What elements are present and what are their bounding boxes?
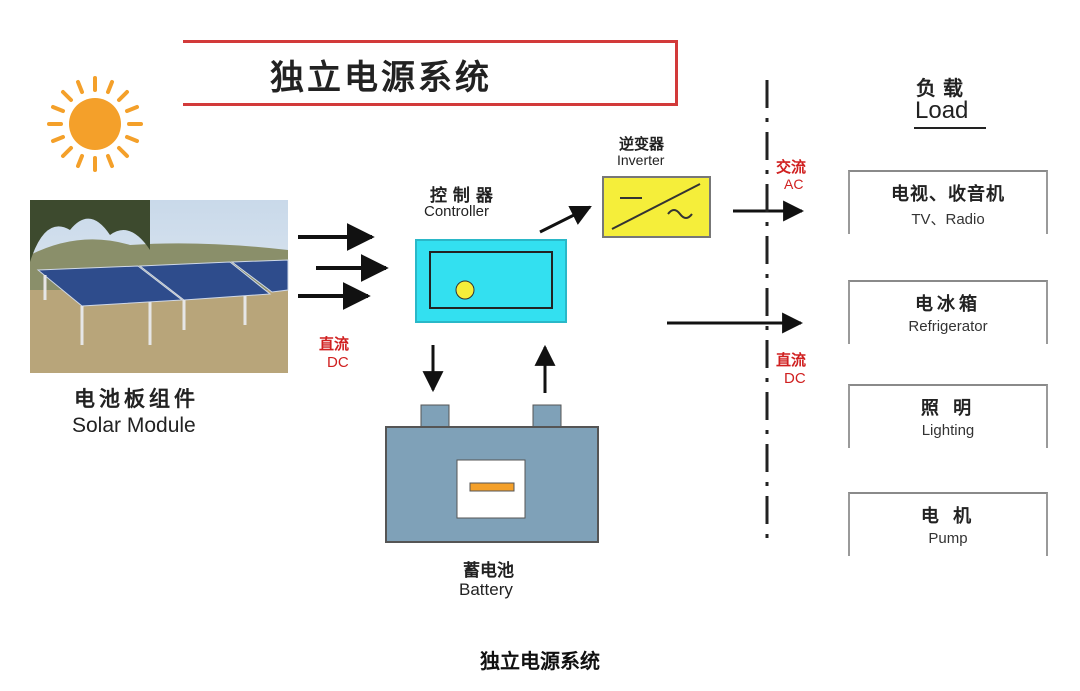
load-header-en: Load	[915, 97, 969, 124]
dc-right-cn-label: 直流	[776, 351, 807, 369]
dc-right-en-label: DC	[784, 370, 806, 387]
controller-box	[415, 239, 567, 323]
dc-left-en-label: DC	[327, 354, 349, 371]
load-item-cn-label: 电冰箱	[915, 294, 981, 315]
load-item-tv-radio: 电视、收音机 TV、Radio	[848, 170, 1048, 234]
inverter-box	[602, 176, 711, 238]
dc-input-arrows	[298, 223, 389, 310]
load-item-cn-label: 电视、收音机	[891, 184, 1005, 205]
ac-right-cn-label: 交流	[776, 158, 807, 176]
battery-cn-label: 蓄电池	[463, 561, 514, 581]
load-item-cn-label: 照 明	[920, 398, 976, 419]
ac-right-en-label: AC	[784, 176, 804, 192]
title-frame	[183, 40, 678, 106]
controller-cn-label: 控 制 器	[430, 186, 493, 206]
load-item-en-label: Lighting	[921, 422, 975, 439]
load-item-pump: 电 机 Pump	[848, 492, 1048, 556]
inverter-en-label: Inverter	[617, 152, 665, 168]
load-item-lighting: 照 明 Lighting	[848, 384, 1048, 448]
inverter-cn-label: 逆变器	[619, 135, 665, 153]
controller-en-label: Controller	[424, 203, 490, 220]
dc-left-cn-label: 直流	[319, 335, 350, 353]
load-item-refrigerator: 电冰箱 Refrigerator	[848, 280, 1048, 344]
solar-module-cn-label: 电池板组件	[74, 387, 199, 411]
sun-icon	[47, 76, 143, 172]
diagram-title: 独立电源系统	[270, 58, 492, 98]
load-item-en-label: Pump	[928, 530, 968, 547]
figure-caption: 独立电源系统	[480, 649, 600, 673]
load-item-cn-label: 电 机	[920, 506, 976, 527]
battery-en-label: Battery	[459, 580, 513, 599]
load-item-en-label: Refrigerator	[908, 318, 988, 335]
solar-panel-photo	[30, 200, 289, 373]
load-header-cn: 负 载	[916, 76, 963, 100]
load-item-en-label: TV、Radio	[911, 211, 985, 228]
battery-box	[385, 404, 599, 543]
controller-to-inverter-arrow	[539, 205, 592, 234]
solar-module-en-label: Solar Module	[72, 414, 196, 437]
